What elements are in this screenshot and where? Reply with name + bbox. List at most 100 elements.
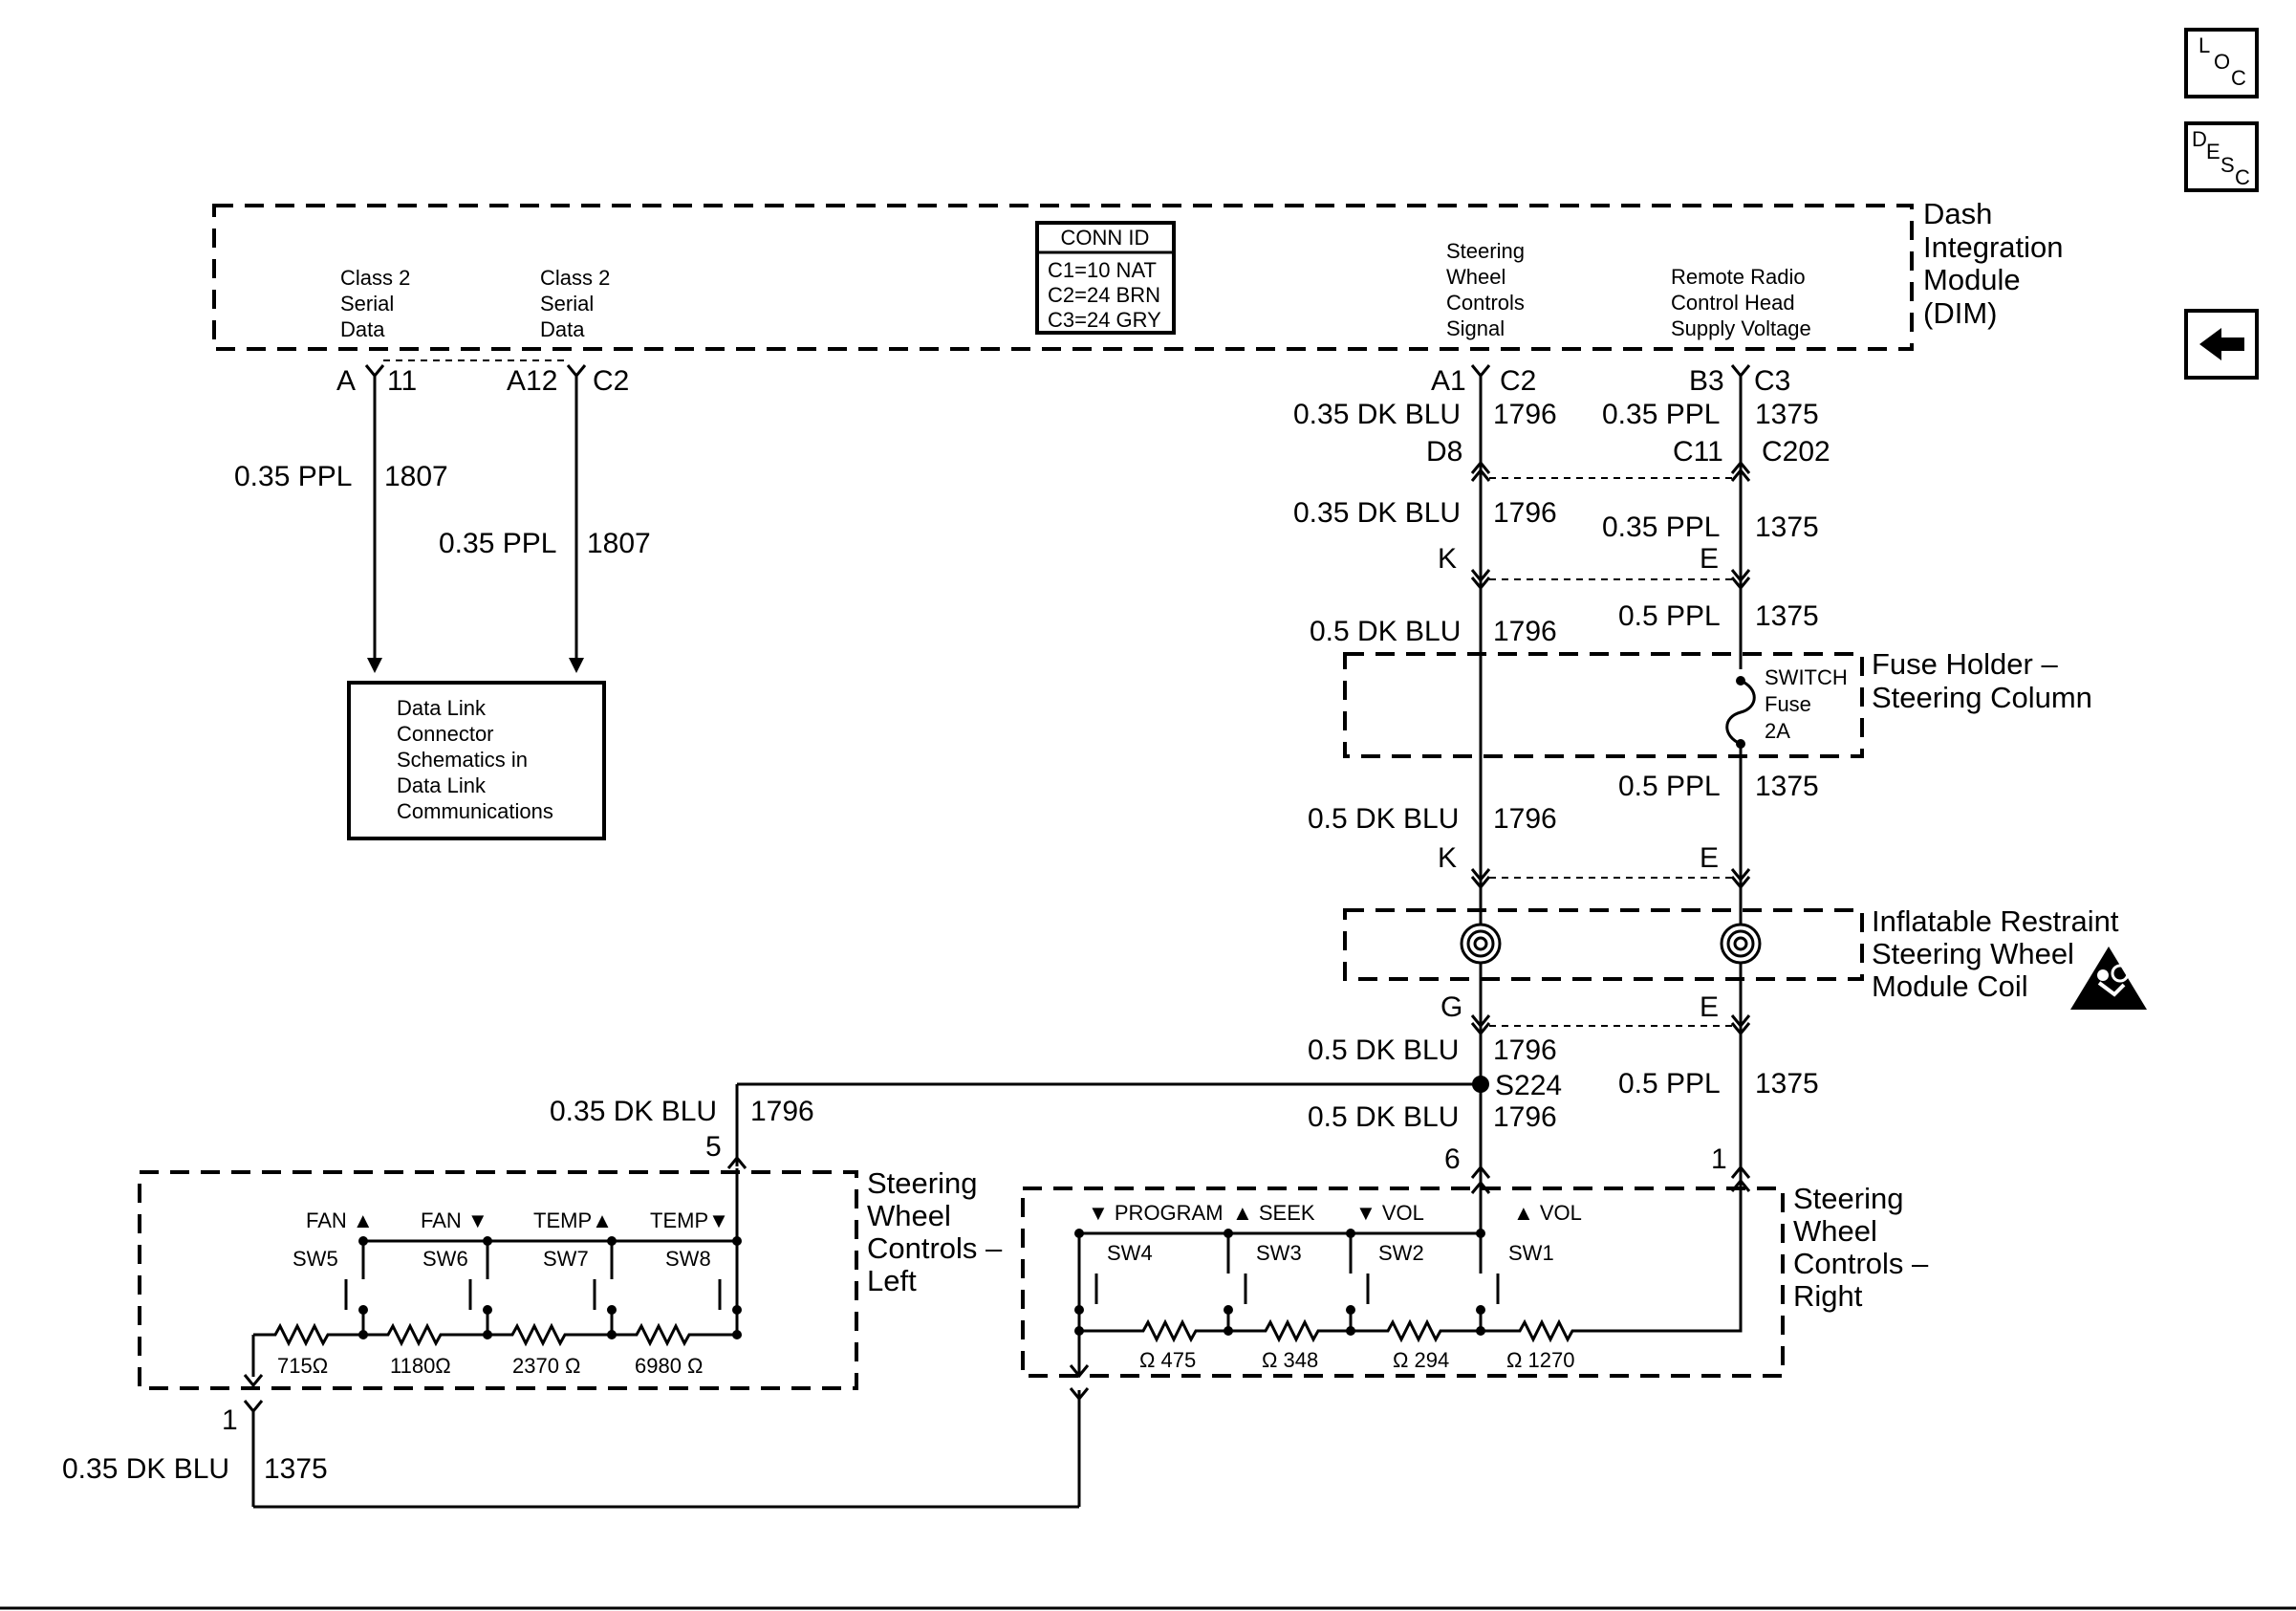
pin-label: A <box>336 365 356 397</box>
pin-label: A12 <box>507 365 557 397</box>
wire-label: 0.5 PPL <box>1618 771 1721 802</box>
svg-text:C2=24 BRN: C2=24 BRN <box>1048 283 1160 307</box>
wire-label: 1796 <box>1493 1034 1557 1066</box>
swc-right-switch: SW1 <box>1508 1241 1554 1265</box>
swc-left-box <box>138 1170 858 1390</box>
connector-symbol <box>364 364 385 379</box>
swc-right-func: ▼ VOL <box>1355 1201 1424 1225</box>
svg-text:C1=10 NAT: C1=10 NAT <box>1048 258 1157 282</box>
coil-title: Inflatable Restraint Steering Wheel Modu… <box>1872 904 2119 1003</box>
svg-text:Communications: Communications <box>397 799 553 823</box>
svg-text:S: S <box>2220 153 2235 177</box>
swc-left-resistor: 6980 Ω <box>635 1354 704 1378</box>
svg-text:(DIM): (DIM) <box>1923 296 1997 330</box>
wire-label: 1375 <box>1755 600 1819 632</box>
pin-label: 5 <box>705 1131 722 1163</box>
swc-left-resistor: 715Ω <box>277 1354 328 1378</box>
fuse-holder-box <box>1343 652 1864 758</box>
swc-right-switch: SW2 <box>1378 1241 1424 1265</box>
swc-left-switches <box>344 1236 742 1339</box>
svg-text:Serial: Serial <box>340 292 394 316</box>
swc-left-func: TEMP▲ <box>533 1208 613 1232</box>
swc-left-title: Steering Wheel Controls – Left <box>867 1166 1003 1297</box>
svg-text:Serial: Serial <box>540 292 594 316</box>
svg-text:Data Link: Data Link <box>397 696 487 720</box>
wire-label: 0.35 DK BLU <box>1293 399 1461 430</box>
wire-label: 1807 <box>587 528 651 559</box>
wire-label: 1375 <box>264 1453 328 1485</box>
back-button[interactable] <box>2184 309 2259 380</box>
svg-text:Schematics in: Schematics in <box>397 748 528 772</box>
wire-label: 1375 <box>1755 512 1819 543</box>
serial-data-label-2: Class 2 Serial Data <box>540 266 610 341</box>
pin-label: 6 <box>1444 1143 1461 1175</box>
swc-signal-label: Steering Wheel Controls Signal <box>1446 239 1525 340</box>
coil-box <box>1343 908 1864 981</box>
svg-text:Controls –: Controls – <box>867 1231 1003 1265</box>
svg-text:Data Link: Data Link <box>397 773 487 797</box>
dim-title: Dash Integration Module (DIM) <box>1923 197 2064 330</box>
wire-label: 0.5 DK BLU <box>1310 616 1461 647</box>
swc-right-resistor: Ω 1270 <box>1506 1348 1575 1372</box>
wire-label: 1375 <box>1755 1068 1819 1099</box>
pin-label: K <box>1438 543 1457 575</box>
fuse-symbol <box>1725 676 1756 749</box>
swc-left-switch: SW6 <box>422 1247 468 1271</box>
wire-label: 1796 <box>1493 616 1557 647</box>
clockspring-left-icon <box>1460 923 1502 965</box>
svg-text:Dash: Dash <box>1923 197 1992 230</box>
svg-text:Integration: Integration <box>1923 230 2064 264</box>
fuse-holder-title: Fuse Holder – Steering Column <box>1872 647 2092 714</box>
desc-button[interactable]: D E S C <box>2184 121 2259 192</box>
svg-text:Remote Radio: Remote Radio <box>1671 265 1806 289</box>
swc-left-switch: SW8 <box>665 1247 711 1271</box>
svg-text:Fuse Holder –: Fuse Holder – <box>1872 647 2058 681</box>
connector-c202-label: C202 <box>1762 436 1830 468</box>
serial-data-label-1: Class 2 Serial Data <box>340 266 410 341</box>
svg-text:Left: Left <box>867 1264 917 1297</box>
wire-label: 0.5 PPL <box>1618 600 1721 632</box>
swc-right-func: ▲ VOL <box>1513 1201 1582 1225</box>
pin-label: G <box>1440 991 1462 1023</box>
svg-text:Wheel: Wheel <box>1793 1214 1877 1248</box>
pin-label: E <box>1700 991 1719 1023</box>
svg-text:E: E <box>2206 140 2220 163</box>
swc-right-resistor: Ω 475 <box>1139 1348 1196 1372</box>
swc-right-resistor-ladder <box>1079 1178 1743 1343</box>
wire-label: 1796 <box>1493 399 1557 430</box>
pin-label: C11 <box>1673 436 1723 468</box>
clockspring-right-icon <box>1720 923 1762 965</box>
svg-text:Control Head: Control Head <box>1671 291 1795 315</box>
pin-label: C2 <box>593 365 629 397</box>
conn-id-box: CONN ID C1=10 NAT C2=24 BRN C3=24 GRY <box>1035 221 1176 335</box>
svg-text:O: O <box>2214 50 2230 74</box>
swc-left-func: FAN ▼ <box>421 1208 488 1232</box>
loc-button[interactable]: L O C <box>2184 28 2259 98</box>
wire-label: 0.35 PPL <box>1602 512 1720 543</box>
svg-text:Wheel: Wheel <box>867 1199 951 1232</box>
wire-label: 0.35 PPL <box>1602 399 1720 430</box>
svg-text:Steering: Steering <box>867 1166 977 1200</box>
dim-module-box <box>212 204 1914 351</box>
swc-left-func: TEMP▼ <box>650 1208 729 1232</box>
svg-text:Fuse: Fuse <box>1765 692 1811 716</box>
fuse-label: SWITCH Fuse 2A <box>1765 665 1848 743</box>
pin-label: B3 <box>1689 365 1724 397</box>
dlc-reference-box[interactable]: Data Link Connector Schematics in Data L… <box>347 681 606 840</box>
airbag-warning-icon <box>2070 947 2147 1010</box>
wire-label: 0.35 DK BLU <box>62 1453 229 1485</box>
svg-text:2A: 2A <box>1765 719 1790 743</box>
swc-left-func: FAN ▲ <box>306 1208 374 1232</box>
wire-label: 0.35 DK BLU <box>550 1096 717 1127</box>
swc-left-resistor: 1180Ω <box>390 1354 451 1378</box>
svg-text:Steering: Steering <box>1446 239 1525 263</box>
pin-label: 1 <box>1711 1143 1727 1175</box>
svg-text:CONN ID: CONN ID <box>1061 226 1150 250</box>
loc-icon: L <box>2199 33 2210 57</box>
swc-left-switch: SW7 <box>543 1247 589 1271</box>
svg-text:Steering Column: Steering Column <box>1872 681 2092 714</box>
wire-label: 0.35 PPL <box>234 461 352 492</box>
svg-text:Wheel: Wheel <box>1446 265 1505 289</box>
swc-right-func: ▼ PROGRAM <box>1088 1201 1224 1225</box>
pin-label: K <box>1438 842 1457 874</box>
